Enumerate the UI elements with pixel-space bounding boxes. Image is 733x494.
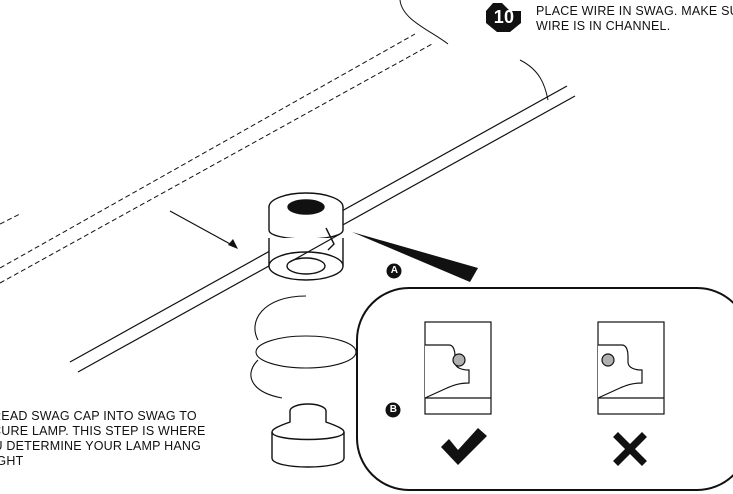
detail-pointer-wedge [352, 232, 478, 282]
correct-view [424, 321, 492, 415]
callout-b-label: B [389, 404, 398, 415]
pointer-arrow [169, 210, 238, 249]
cap-instruction-line-4: HEIGHT [0, 454, 24, 468]
ceiling-outline [0, 33, 433, 284]
callout-a-label: A [390, 265, 399, 276]
step-number: 10 [493, 7, 515, 27]
cap-instruction: THREAD SWAG CAP INTO SWAG TO SECURE LAMP… [0, 409, 206, 469]
callout-a-badge [386, 263, 402, 279]
checkmark-icon [441, 428, 487, 465]
swag-hook [268, 192, 344, 281]
cap-instruction-line-3: YOU DETERMINE YOUR LAMP HANG [0, 439, 202, 453]
detail-panel [356, 287, 733, 491]
step-instruction-line-1: PLACE WIRE IN SWAG. MAKE SURE [536, 4, 733, 18]
thread-spiral [250, 295, 357, 399]
step-instruction: PLACE WIRE IN SWAG. MAKE SURE WIRE IS IN… [536, 4, 733, 34]
callout-b-badge [385, 402, 401, 418]
cap-instruction-line-1: THREAD SWAG CAP INTO SWAG TO [0, 409, 197, 423]
step-number-badge [486, 3, 521, 32]
x-mark-icon [613, 432, 647, 466]
swag-cap [271, 403, 345, 468]
cap-instruction-line-2: SECURE LAMP. THIS STEP IS WHERE [0, 424, 206, 438]
wire-in-channel [289, 233, 341, 263]
incorrect-view [597, 321, 665, 415]
ceiling-break-lines [399, 0, 549, 101]
step-instruction-line-2: WIRE IS IN CHANNEL. [536, 19, 671, 33]
